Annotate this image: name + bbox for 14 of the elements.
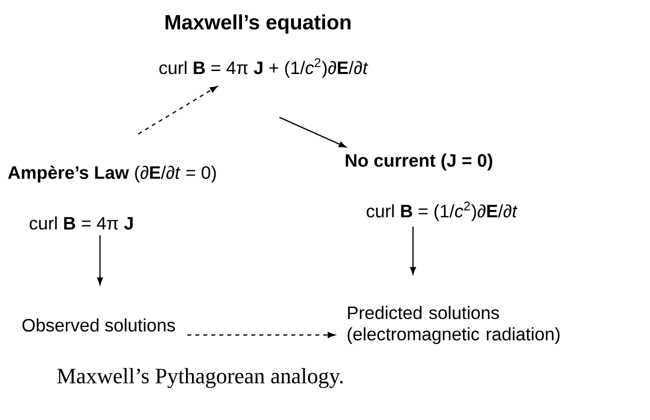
node-text: Observed solutions: [22, 318, 175, 332]
heading: Ampère’s Law (∂E/∂t = 0): [8, 166, 216, 183]
arrow: [97, 235, 103, 285]
arrow: [187, 332, 336, 338]
arrow: [138, 86, 218, 134]
heading: No current (J = 0): [346, 154, 492, 170]
equation: curl B = 4π J: [30, 216, 133, 230]
node-text: Predicted solutions (electromagnetic radiation): [348, 306, 560, 344]
arrow: [410, 226, 416, 274]
arrow: [279, 116, 346, 148]
caption: Maxwell’s Pythagorean analogy.: [57, 368, 343, 388]
equation: curl B = 4π J + (1/c$^{2}$)∂E/∂t: [159, 58, 368, 78]
equation: curl B = (1/c$^{2}$)∂E/∂t: [366, 202, 518, 222]
title: Maxwell’s equation: [166, 14, 350, 34]
